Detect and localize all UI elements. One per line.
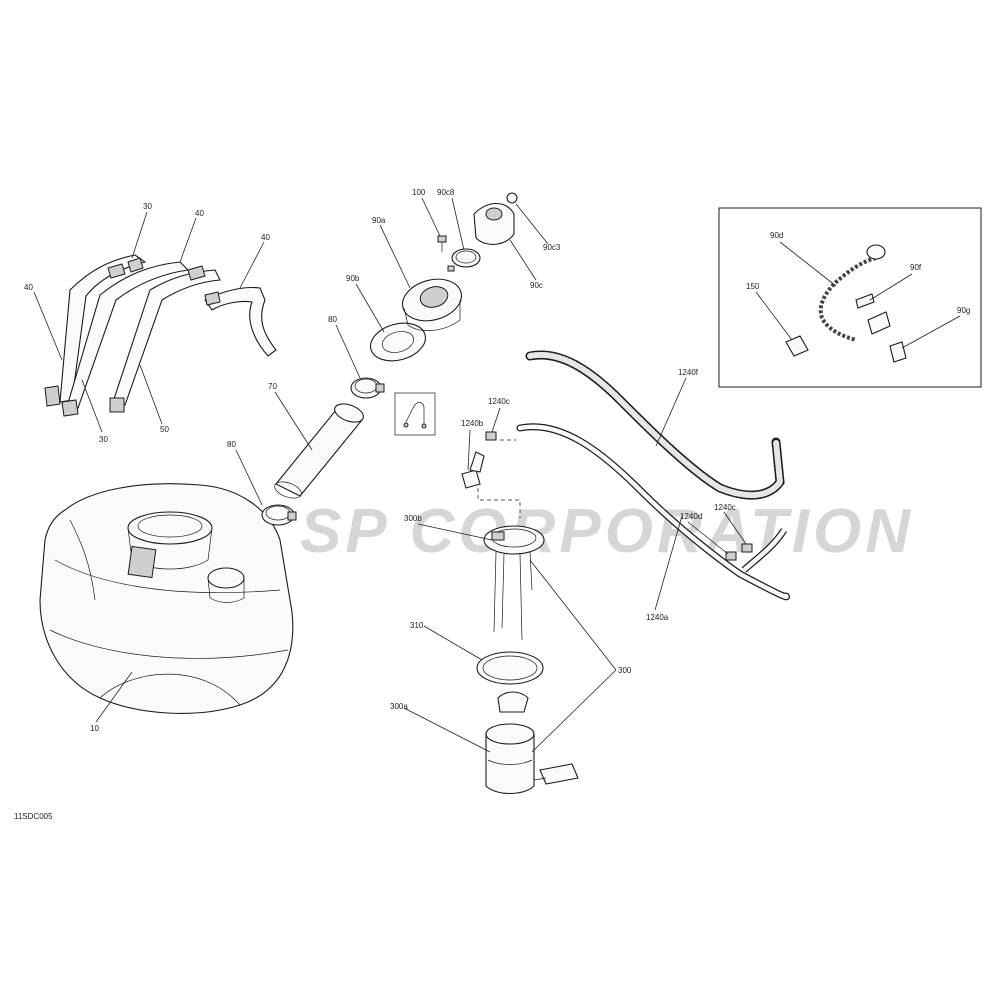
callout-300a: 300a	[390, 702, 408, 711]
filler-hose[interactable]	[272, 400, 365, 501]
cap-90g[interactable]	[889, 341, 907, 363]
callout-90f: 90f	[910, 263, 922, 272]
callout-90c3: 90c3	[543, 243, 561, 252]
tether-plug-90f[interactable]	[855, 293, 875, 309]
callout-310: 310	[410, 621, 424, 630]
callout-50: 50	[160, 425, 169, 434]
callout-90c8: 90c8	[437, 188, 455, 197]
callout-80-upper: 80	[328, 315, 337, 324]
seal-ring-310[interactable]	[476, 651, 544, 685]
callout-1240d: 1240d	[680, 512, 702, 521]
watermark-text: SP CORPORATION	[300, 497, 914, 566]
callout-1240a: 1240a	[646, 613, 669, 622]
wire-clip-detail[interactable]	[394, 392, 436, 436]
callout-300b: 300b	[404, 514, 422, 523]
callout-40-right: 40	[261, 233, 270, 242]
fuel-tank[interactable]	[39, 483, 294, 714]
hose-clamp-upper[interactable]	[350, 377, 385, 399]
diagram-code: 11SDC005	[14, 812, 53, 821]
screw-100[interactable]	[437, 235, 447, 252]
callout-90b: 90b	[346, 274, 360, 283]
callout-90a: 90a	[372, 216, 386, 225]
callout-150: 150	[746, 282, 760, 291]
callout-80-lower: 80	[227, 440, 236, 449]
fuel-cap[interactable]	[473, 192, 518, 245]
hose-fitting-1240d[interactable]	[725, 551, 737, 561]
tether-loop[interactable]	[866, 244, 886, 260]
vent-hose-1240f[interactable]	[525, 350, 785, 500]
callout-1240c-upper: 1240c	[488, 397, 510, 406]
callout-30-bottom: 30	[99, 435, 108, 444]
pump-flange-300b[interactable]	[483, 525, 545, 641]
callout-labels: 30 40 40 40 30 50 10 80 70 80 90a 90b 10…	[14, 188, 970, 821]
callout-70: 70	[268, 382, 277, 391]
leader-lines	[33, 197, 961, 753]
callout-90d: 90d	[770, 231, 783, 240]
gasket[interactable]	[366, 317, 429, 366]
pump-module-300a[interactable]	[485, 691, 579, 795]
screw-150[interactable]	[785, 335, 809, 357]
tank-straps[interactable]	[44, 254, 277, 417]
callout-10: 10	[90, 724, 99, 733]
fuel-hose-1240a[interactable]	[516, 423, 790, 601]
screw-small[interactable]	[447, 265, 455, 272]
filler-cap-ring[interactable]	[451, 248, 481, 268]
callout-90c: 90c	[530, 281, 543, 290]
elbow-fitting-1240b[interactable]	[461, 451, 485, 489]
tether-clip[interactable]	[867, 311, 891, 335]
callout-30-top: 30	[143, 202, 152, 211]
callout-300: 300	[618, 666, 632, 675]
callout-40-top: 40	[195, 209, 204, 218]
inset-tether-detail	[718, 207, 982, 388]
hose-clamp-1240c-upper[interactable]	[485, 431, 497, 441]
hose-clamp-lower[interactable]	[261, 504, 297, 526]
callout-40-left: 40	[24, 283, 33, 292]
callout-1240c-lower: 1240c	[714, 503, 736, 512]
hose-clamp-1240c-lower[interactable]	[741, 543, 753, 553]
callout-1240b: 1240b	[461, 419, 484, 428]
callout-90g: 90g	[957, 306, 970, 315]
callout-100: 100	[412, 188, 426, 197]
filler-neck[interactable]	[398, 273, 466, 331]
callout-1240f: 1240f	[678, 368, 699, 377]
